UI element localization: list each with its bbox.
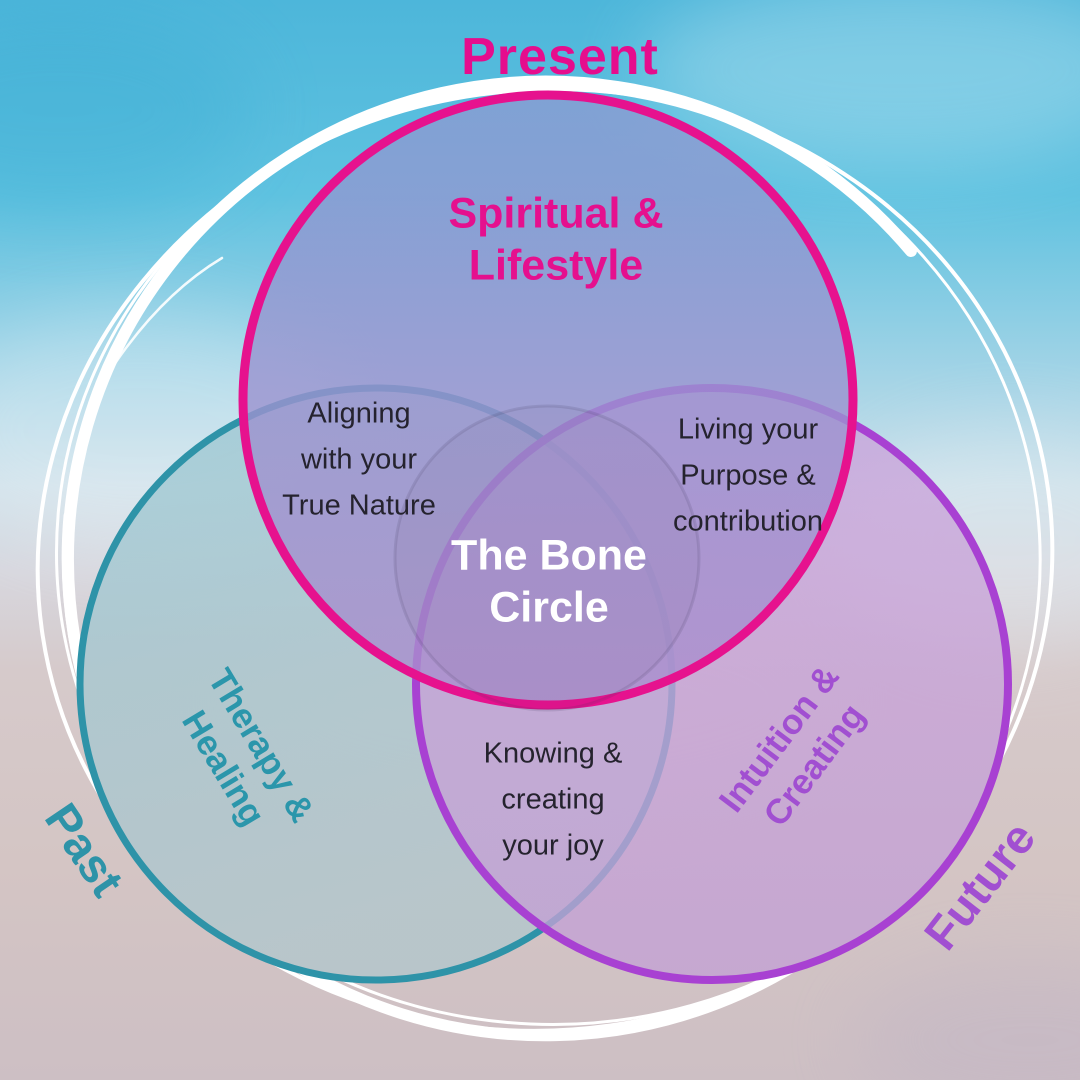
center-label-bone-circle: The Bone Circle (451, 530, 647, 635)
center-label-line: The Bone (451, 531, 647, 580)
overlap-label-line: creating (501, 783, 605, 816)
spiritual-circle-outline (238, 90, 858, 710)
overlap-label-line: your joy (502, 828, 604, 861)
set-label-line: Lifestyle (468, 241, 644, 289)
center-ghost-bubble (393, 404, 701, 712)
overlap-label-line: contribution (673, 504, 823, 537)
spiritual-circle-fill (243, 95, 853, 705)
overlap-label-line: True Nature (282, 488, 436, 521)
overlap-label-line: Aligning (307, 397, 411, 430)
sketch-overshoot-line (96, 256, 224, 392)
overlap-label-living: Living your Purpose & contribution (673, 407, 823, 544)
set-label-line: Spiritual & (448, 189, 664, 238)
sketch-ellipse-thin-2 (55, 86, 1042, 1026)
overlap-label-line: Purpose & (680, 459, 816, 492)
venn-circles (76, 90, 1012, 984)
sketch-ellipse-thin-1 (35, 87, 1055, 1033)
center-label-line: Circle (489, 584, 609, 632)
overlap-label-aligning: Aligning with your True Nature (282, 391, 436, 528)
set-label-spiritual-lifestyle: Spiritual & Lifestyle (448, 188, 663, 291)
overlap-label-knowing: Knowing & creating your joy (484, 731, 623, 868)
outer-label-present: Present (461, 27, 659, 86)
overlap-label-line: Living your (677, 413, 819, 446)
overlap-label-line: with your (300, 443, 418, 476)
overlap-label-line: Knowing & (483, 737, 623, 770)
